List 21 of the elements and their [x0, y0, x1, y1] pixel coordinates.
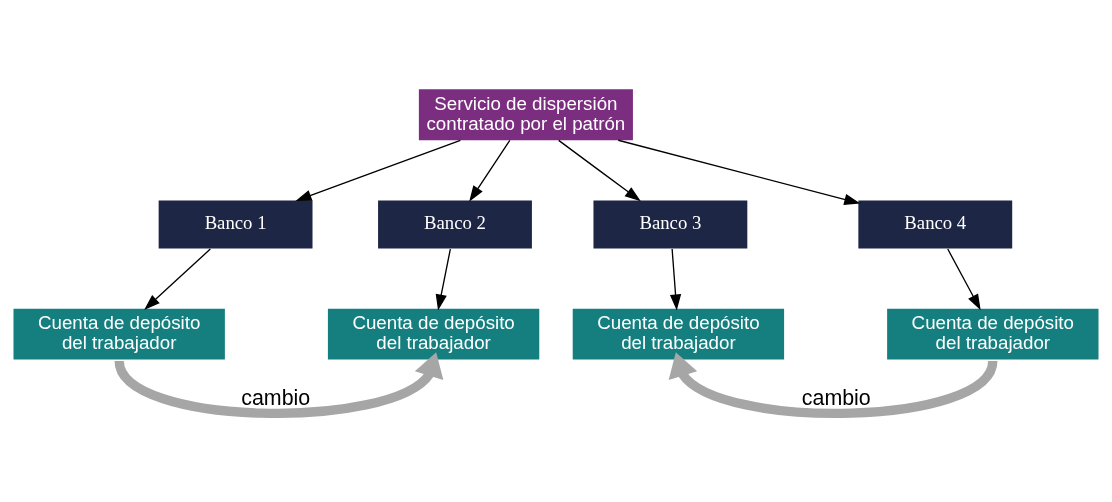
arrow — [114, 351, 444, 418]
arrow — [669, 247, 682, 311]
arrow — [947, 247, 981, 310]
arrow — [558, 139, 641, 201]
node-box: Cuenta de depósito del trabajador — [572, 308, 785, 360]
node-box: Cuenta de depósito del trabajador — [887, 308, 1099, 360]
arrow — [144, 247, 211, 310]
node-box: Banco 2 — [378, 199, 532, 249]
node-box: Cuenta de depósito del trabajador — [13, 308, 225, 360]
node-box: Banco 4 — [858, 199, 1013, 249]
edge-label: cambio — [241, 385, 311, 410]
arrow — [435, 247, 452, 311]
node-box: Banco 3 — [593, 199, 748, 249]
node-box: Cuenta de depósito del trabajador — [327, 308, 540, 360]
node-box: Servicio de dispersión contratado por el patrón — [418, 88, 633, 140]
edge-label: cambio — [801, 385, 871, 410]
arrow — [469, 139, 511, 202]
arrow — [295, 139, 462, 201]
arrow — [668, 351, 998, 418]
node-box: Banco 1 — [158, 199, 313, 249]
arrow — [617, 139, 861, 205]
